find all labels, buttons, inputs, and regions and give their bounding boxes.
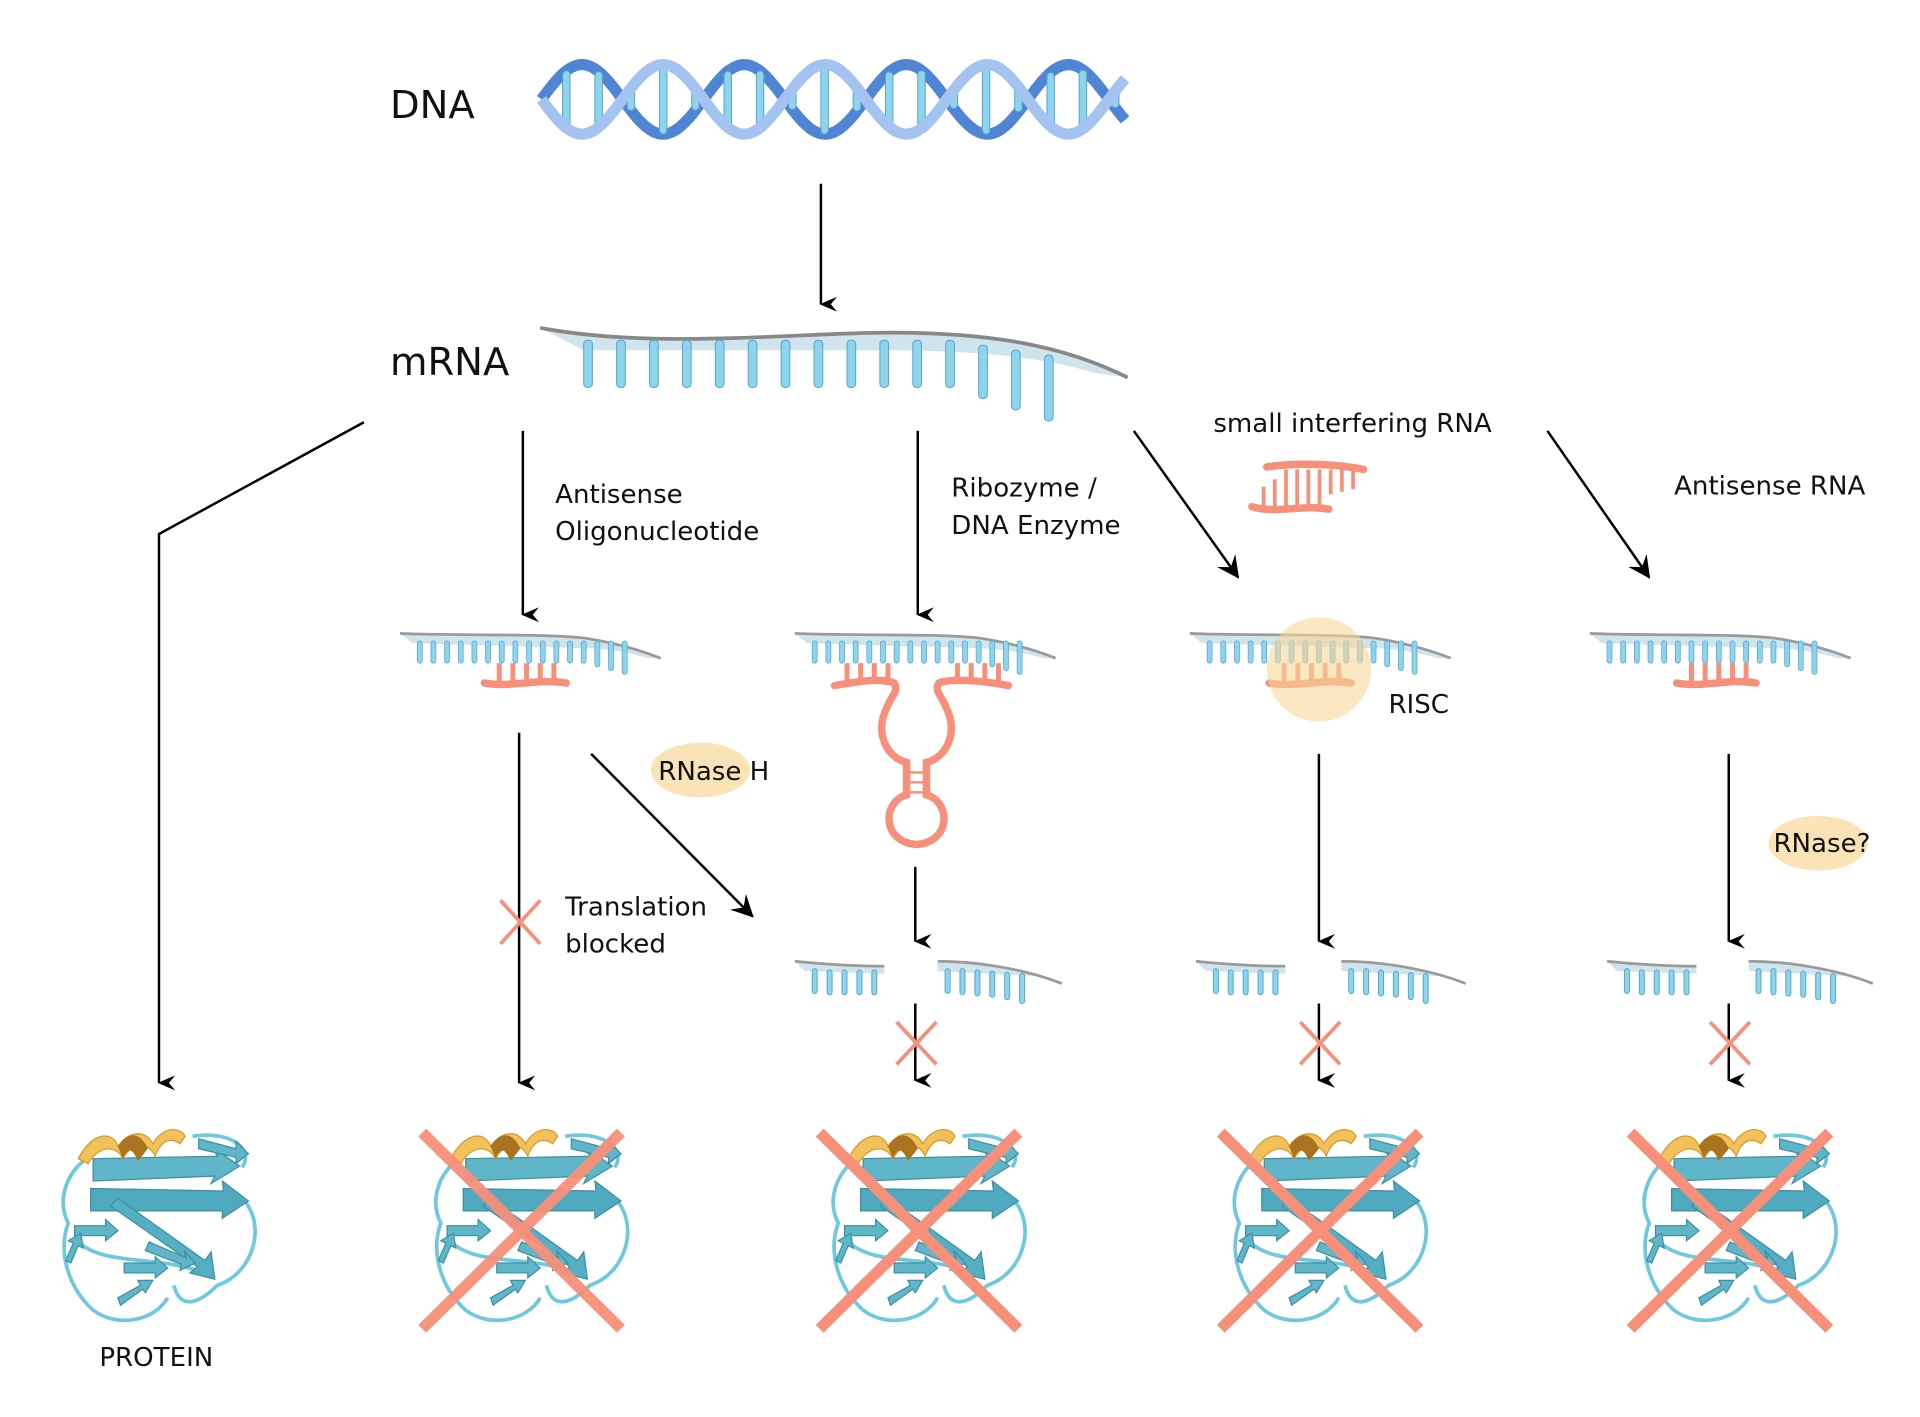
risc-bubble [1266, 617, 1372, 722]
protein-blocked-4 [1216, 1127, 1429, 1333]
mrna-fragment-icon [936, 959, 1064, 1005]
nucleotide [681, 339, 692, 388]
cross-icon [1216, 1128, 1424, 1333]
base-pair [820, 64, 829, 135]
dna-label: DNA [390, 83, 475, 128]
nucleotide [846, 339, 857, 388]
protein-blocked-5 [1626, 1127, 1838, 1333]
mrna-fragment-icon [1339, 959, 1467, 1005]
nucleotide [912, 339, 922, 388]
block-x-icon [895, 1020, 938, 1066]
sirna-duplex-icon [1248, 460, 1368, 514]
sirna-label: small interfering RNA [1213, 409, 1492, 439]
arrow-sirna [1132, 430, 1240, 579]
mrna-fragment-icon [1194, 959, 1287, 997]
dna-helix-icon [537, 58, 1130, 140]
rnase-question-label: RNase? [1773, 829, 1870, 859]
antisense-rna-label: Antisense RNA [1674, 471, 1865, 501]
protein-label: PROTEIN [99, 1343, 213, 1373]
translation-blocked-line2: blocked [565, 930, 666, 960]
nucleotide [978, 344, 988, 400]
nucleotide [813, 339, 824, 388]
nucleotide [583, 339, 593, 388]
nucleotide [649, 339, 659, 388]
protein-blocked-3 [815, 1127, 1027, 1333]
arrow-rnase-h-cleavage [590, 752, 754, 918]
cross-icon [418, 1128, 625, 1333]
nucleotide [714, 339, 725, 388]
arrow-mrna-to-protein [157, 421, 365, 1091]
rnase-h-bubble [650, 742, 751, 798]
nucleotide [616, 339, 626, 388]
cross-icon [1626, 1128, 1834, 1333]
rnase-h-label: RNase H [658, 757, 769, 787]
nucleotide [1011, 349, 1021, 411]
risc-label: RISC [1388, 690, 1449, 720]
mrna-fragment-icon [793, 959, 886, 997]
mrna-ribozyme-complex-icon [793, 631, 1057, 849]
ribozyme-label-line2: DNA Enzyme [951, 511, 1120, 541]
antisense-oligo-label-line1: Antisense [555, 480, 683, 510]
nucleotide [1043, 354, 1054, 422]
nucleotide [945, 339, 955, 388]
mrna-antisense-rna-duplex-icon [1588, 631, 1852, 689]
ribozyme-label-line1: Ribozyme / [951, 474, 1097, 504]
block-x-icon [1298, 1020, 1342, 1066]
translation-blocked-line1: Translation [564, 892, 707, 922]
protein-blocked-2 [418, 1127, 630, 1333]
nucleotide [879, 339, 890, 388]
base-pair [658, 64, 668, 135]
mrna-strand-icon [539, 326, 1129, 422]
protein-icon [61, 1127, 257, 1323]
mrna-fragment-icon [1747, 959, 1875, 1005]
mrna-antisense-oligo-duplex-icon [398, 631, 663, 689]
mrna-label: mRNA [390, 340, 509, 385]
base-pair [981, 64, 991, 135]
antisense-oligo-label-line2: Oligonucleotide [555, 517, 759, 547]
dna-front-strand [537, 58, 1130, 140]
mrna-fragment-icon [1605, 959, 1698, 997]
block-x-icon [1708, 1020, 1752, 1066]
rnase-bubble [1768, 815, 1868, 871]
cross-icon [815, 1128, 1023, 1333]
nucleotide [780, 339, 791, 388]
arrow-antisense-rna [1546, 430, 1651, 579]
nucleotide [747, 339, 758, 388]
block-x-icon [499, 899, 542, 946]
